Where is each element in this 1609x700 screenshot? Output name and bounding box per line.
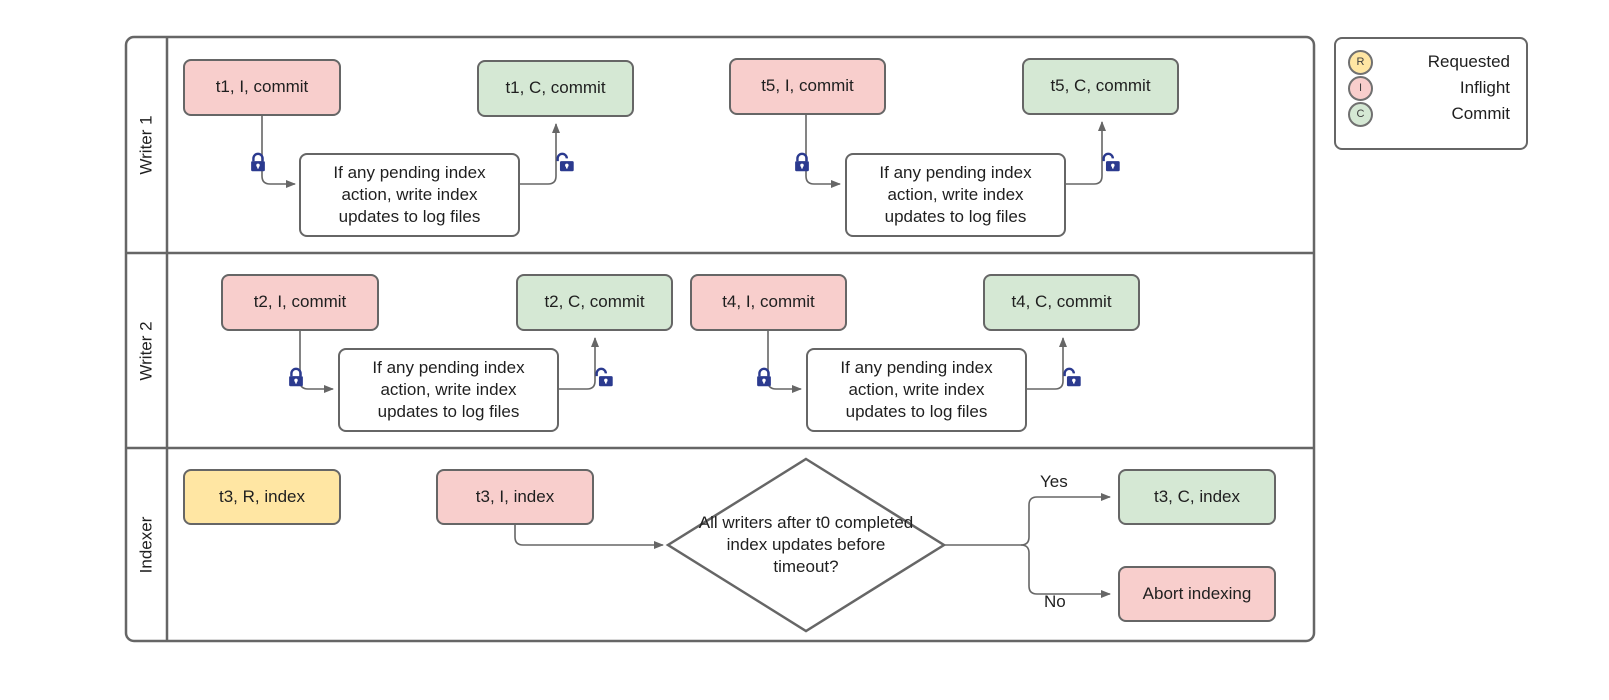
lock-open-icon — [554, 152, 576, 174]
decision-diamond — [665, 457, 947, 633]
legend-item-inflight: I Inflight — [1348, 75, 1510, 101]
node-t5-inflight[interactable]: t5, I, commit — [729, 58, 886, 115]
legend-label-requested: Requested — [1427, 52, 1510, 71]
edge-t3-inflight-to-decision — [514, 525, 664, 549]
edge-decision-no — [1020, 544, 1111, 598]
edge-t4-action-to-commit — [1026, 337, 1067, 390]
legend-item-commit: C Commit — [1348, 101, 1510, 127]
badge-inflight-icon: I — [1348, 75, 1373, 101]
node-t1-commit[interactable]: t1, C, commit — [477, 60, 634, 117]
node-t4-inflight[interactable]: t4, I, commit — [690, 274, 847, 331]
lane-label-text: Indexer — [136, 516, 156, 573]
lane-label-text: Writer 1 — [136, 115, 156, 175]
edge-t2-action-to-commit — [559, 337, 599, 390]
lane-label-text: Writer 2 — [136, 320, 156, 381]
lock-closed-icon — [791, 152, 813, 174]
lock-closed-icon — [285, 367, 307, 389]
lock-open-icon — [1061, 367, 1083, 389]
edge-t5-inflight-to-action — [805, 114, 841, 188]
lock-open-icon — [593, 367, 615, 389]
node-abort-indexing[interactable]: Abort indexing — [1118, 566, 1276, 622]
badge-commit-icon: C — [1348, 101, 1373, 127]
node-t1-index-action[interactable]: If any pending index action, write index… — [299, 153, 520, 237]
edge-t1-inflight-to-action — [261, 116, 296, 188]
legend-label-inflight: Inflight — [1459, 78, 1510, 97]
decision-label: All writers after t0 completed index upd… — [698, 512, 914, 577]
lane-label-writer2: Writer 2 — [126, 253, 167, 448]
legend-label-commit: Commit — [1451, 104, 1510, 123]
lane-label-indexer: Indexer — [126, 448, 167, 641]
edge-label-yes: Yes — [1040, 472, 1068, 491]
badge-requested-icon: R — [1348, 49, 1373, 75]
lane-label-writer1: Writer 1 — [126, 37, 167, 253]
edge-label-no: No — [1044, 592, 1066, 611]
edge-t1-action-to-commit — [520, 123, 560, 185]
node-t1-inflight[interactable]: t1, I, commit — [183, 59, 341, 116]
edge-t5-action-to-commit — [1065, 121, 1106, 185]
node-t3-inflight[interactable]: t3, I, index — [436, 469, 594, 525]
node-t3-commit[interactable]: t3, C, index — [1118, 469, 1276, 525]
node-t4-index-action[interactable]: If any pending index action, write index… — [806, 348, 1027, 432]
node-t2-inflight[interactable]: t2, I, commit — [221, 274, 379, 331]
lock-closed-icon — [247, 152, 269, 174]
lock-open-icon — [1100, 152, 1122, 174]
node-t4-commit[interactable]: t4, C, commit — [983, 274, 1140, 331]
legend-item-requested: R Requested — [1348, 49, 1510, 75]
edge-decision-yes — [1020, 493, 1111, 546]
node-t5-commit[interactable]: t5, C, commit — [1022, 58, 1179, 115]
pool-frame — [124, 35, 1316, 643]
node-t5-index-action[interactable]: If any pending index action, write index… — [845, 153, 1066, 237]
node-t2-commit[interactable]: t2, C, commit — [516, 274, 673, 331]
legend-panel: R Requested I Inflight C Commit — [1334, 37, 1528, 150]
lock-closed-icon — [753, 367, 775, 389]
node-t3-requested[interactable]: t3, R, index — [183, 469, 341, 525]
node-t2-index-action[interactable]: If any pending index action, write index… — [338, 348, 559, 432]
